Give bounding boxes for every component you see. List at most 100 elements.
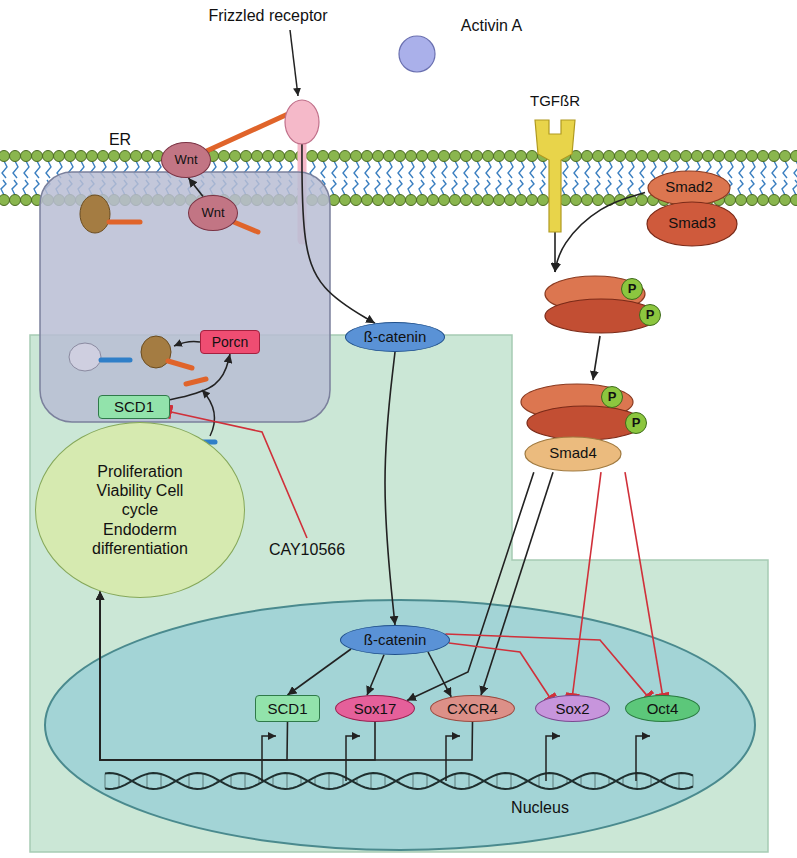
dna-rung <box>147 774 148 788</box>
lipid-head <box>373 195 384 206</box>
phospho-circle: P <box>601 386 623 408</box>
lipid-tail <box>782 161 788 195</box>
lipid-tail <box>342 161 348 195</box>
lipid-head <box>373 151 384 162</box>
dna-strand <box>105 773 693 789</box>
dna-rung <box>497 775 498 788</box>
lipid-head <box>428 151 439 162</box>
lipid-head <box>736 151 747 162</box>
promoter-arrow <box>262 736 276 781</box>
lipid-tail <box>353 161 359 195</box>
dna-rung <box>161 774 162 788</box>
lipid-tail <box>12 161 18 195</box>
lipid-head <box>98 151 109 162</box>
lipid-tail <box>573 161 579 195</box>
lipid-head <box>142 151 153 162</box>
lipid-head <box>461 151 472 162</box>
er-membrane <box>40 172 330 422</box>
lipid-head <box>340 195 351 206</box>
dna-rung <box>651 776 652 785</box>
lipid-head <box>329 151 340 162</box>
inhibition-line <box>625 472 663 695</box>
lipid-tail <box>639 161 645 195</box>
dna-rung <box>581 776 582 786</box>
lipid-head <box>483 195 494 206</box>
dna-rung <box>539 775 540 786</box>
lipid-head <box>527 195 538 206</box>
lipid-head <box>637 195 648 206</box>
activation-arrow <box>555 193 645 272</box>
lipid-head <box>505 195 516 206</box>
lipid-head <box>43 151 54 162</box>
lipid-head <box>406 151 417 162</box>
lipid-head <box>131 151 142 162</box>
lipid-head <box>395 195 406 206</box>
activation-arrow <box>407 472 534 700</box>
node-illustration <box>198 4 343 144</box>
dna-rung <box>595 773 596 789</box>
dna-rung <box>245 773 246 789</box>
promoter-arrow <box>446 736 460 781</box>
lipid-head <box>538 195 549 206</box>
beta-catenin: ß-catenin <box>340 625 450 655</box>
reaction-arrow <box>202 390 215 436</box>
lipid-head <box>32 151 43 162</box>
lipid-head <box>593 195 604 206</box>
lipid-tail <box>364 161 370 195</box>
lipid-head <box>219 151 230 162</box>
lipid-tail <box>430 161 436 195</box>
outcome-circle: Proliferation Viability Cell cycle Endod… <box>35 422 245 598</box>
node-text: Sox2 <box>555 700 589 718</box>
lipid-head <box>230 151 241 162</box>
lipid-head <box>10 151 21 162</box>
lipid-tail <box>540 161 546 195</box>
wnt-ligand: Wnt <box>188 195 238 231</box>
lipid-head <box>593 151 604 162</box>
gene-ellipse: Sox17 <box>335 695 415 722</box>
dna-rung <box>105 773 106 788</box>
lipid-head <box>10 195 21 206</box>
lipid-tail <box>595 161 601 195</box>
dna-rung <box>189 775 190 788</box>
node-text: Smad3 <box>650 214 734 232</box>
node-text: Nucleus <box>490 798 590 817</box>
lipid-head <box>703 151 714 162</box>
lipid-tail <box>101 358 130 363</box>
lipid-head <box>450 151 461 162</box>
lipid-tail <box>738 161 744 195</box>
lipid-head <box>362 195 373 206</box>
lipid-head <box>736 195 747 206</box>
lipid-head <box>626 151 637 162</box>
lipid-tail <box>485 161 491 195</box>
lipid-head <box>758 151 769 162</box>
promoter-arrow <box>346 736 360 781</box>
phospho-circle: P <box>621 278 643 300</box>
dna-rung <box>119 775 120 788</box>
dna-rung <box>329 773 330 789</box>
leader-arrow <box>290 30 298 96</box>
lipid-head <box>604 151 615 162</box>
dna-rung <box>511 774 512 789</box>
protein-oval <box>399 36 435 72</box>
node-text: Sox17 <box>354 700 397 718</box>
node-text: TGFßR <box>515 92 595 110</box>
lipid-tail <box>562 161 568 195</box>
dna-rung <box>371 773 372 789</box>
smad2-smad3: Smad2Smad3 <box>645 168 740 250</box>
node-text: Oct4 <box>647 700 679 718</box>
lipid-head <box>780 151 791 162</box>
lipid-head <box>274 151 285 162</box>
lipid-tail <box>109 220 140 225</box>
lipid-tail <box>463 161 469 195</box>
lipid-head <box>692 151 703 162</box>
node-text: ß-catenin <box>364 631 427 649</box>
reaction-arrow <box>174 342 200 347</box>
protein-oval <box>69 343 101 371</box>
lipid-head <box>406 195 417 206</box>
activation-arrow <box>288 649 352 695</box>
protein-oval <box>648 171 730 205</box>
lipid-head <box>648 151 659 162</box>
activin-ligand: Activin A <box>395 14 540 76</box>
protein-oval <box>141 336 171 368</box>
porcn-box: Porcn <box>200 330 260 354</box>
